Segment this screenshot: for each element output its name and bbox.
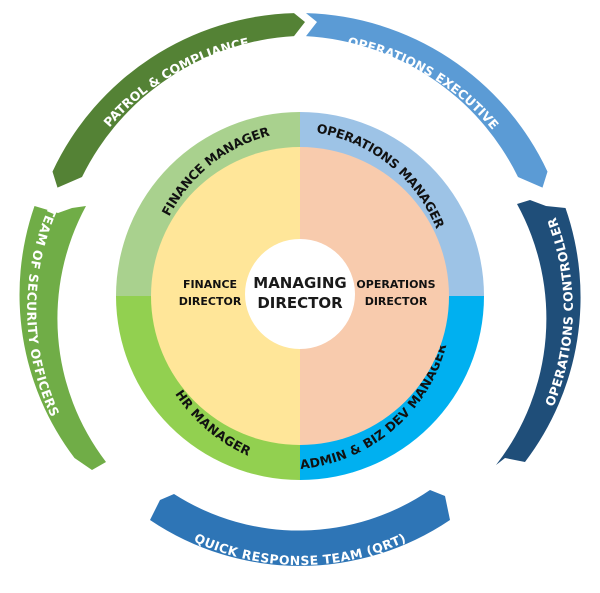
finance-director-line1: FINANCE bbox=[183, 278, 237, 291]
finance-director-line2: DIRECTOR bbox=[179, 295, 242, 308]
outer-ring: PATROL & COMPLIANCE OPERATIONS EXECUTIVE… bbox=[19, 13, 581, 568]
operations-director-segment bbox=[300, 147, 449, 445]
patrol-compliance-segment bbox=[52, 13, 305, 188]
center-circle bbox=[245, 239, 355, 349]
directors-circle: FINANCE DIRECTOR OPERATIONS DIRECTOR bbox=[151, 147, 449, 445]
team-of-security-officers-segment bbox=[19, 206, 107, 470]
operations-director-line2: DIRECTOR bbox=[365, 295, 428, 308]
managing-director-line1: MANAGING bbox=[253, 274, 346, 292]
quick-response-team-segment bbox=[150, 490, 450, 566]
finance-director-segment bbox=[151, 147, 300, 445]
operations-director-line1: OPERATIONS bbox=[356, 278, 435, 291]
operations-controller-segment bbox=[496, 200, 581, 465]
operations-executive-segment bbox=[306, 13, 548, 188]
managing-director-line2: DIRECTOR bbox=[257, 294, 343, 312]
managing-director-node: MANAGING DIRECTOR bbox=[245, 239, 355, 349]
